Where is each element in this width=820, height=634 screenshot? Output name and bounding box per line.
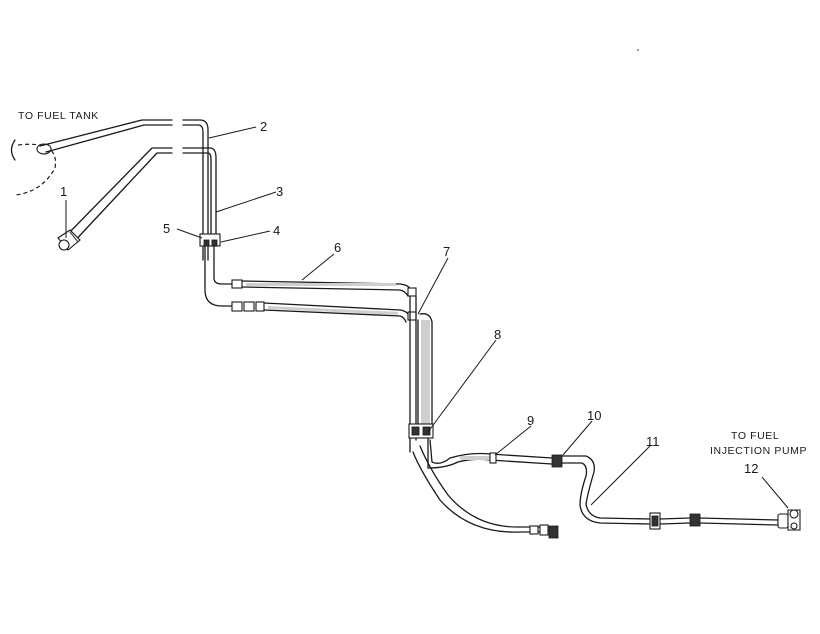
fitting-12: [777, 509, 801, 531]
note-to-fuel-line1: TO FUEL: [731, 430, 779, 442]
callout-numbers: 1 2 3 4 5 6 7 8 9 10 11 12: [60, 119, 758, 476]
callout-7: 7: [443, 244, 450, 259]
fuel-tank-outline: [10, 139, 57, 196]
connector-8: [408, 423, 434, 439]
tee-fitting-4-5: [199, 233, 233, 307]
callout-5: 5: [163, 221, 170, 236]
note-to-fuel-tank: TO FUEL TANK: [18, 110, 99, 122]
line-11: [649, 512, 779, 530]
stray-dot: [637, 49, 639, 51]
callout-3: 3: [276, 184, 283, 199]
callout-4: 4: [273, 223, 280, 238]
tank-supply-lines: [39, 119, 217, 261]
callout-2: 2: [260, 119, 267, 134]
vertical-hose-7: [407, 287, 433, 453]
callout-6: 6: [334, 240, 341, 255]
note-injection-pump-line2: INJECTION PUMP: [710, 445, 807, 457]
hose-end-1: [57, 229, 81, 251]
callout-9: 9: [527, 413, 534, 428]
leader-lines: [65, 126, 789, 509]
callout-12: 12: [744, 461, 758, 476]
clamp-10: [551, 454, 651, 525]
callout-10: 10: [587, 408, 601, 423]
callout-8: 8: [494, 327, 501, 342]
callout-11: 11: [646, 434, 660, 449]
callout-1: 1: [60, 184, 67, 199]
hose-6-runs: [231, 279, 413, 323]
hose-9: [427, 437, 553, 469]
